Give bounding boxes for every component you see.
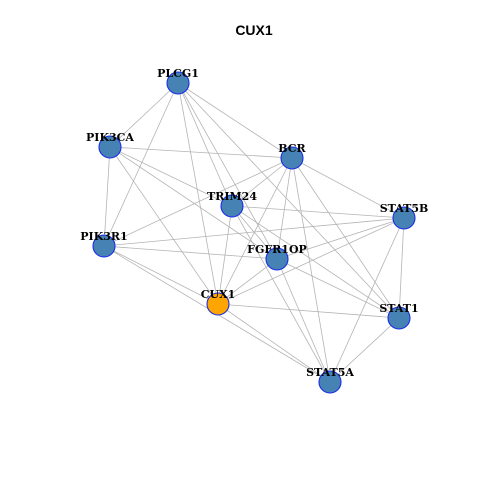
edge-pik3ca-trim24 bbox=[109, 146, 233, 207]
edge-bcr-stat5b bbox=[291, 157, 405, 219]
edge-bcr-fgfr1op bbox=[276, 157, 293, 260]
node-circle-bcr bbox=[280, 146, 304, 170]
node-label-stat1: STAT1 bbox=[379, 302, 418, 315]
node-pik3r1: PIK3R1 bbox=[80, 230, 128, 258]
edge-fgfr1op-cux1 bbox=[217, 258, 278, 305]
edge-plcg1-trim24 bbox=[177, 82, 233, 207]
edge-pik3r1-cux1 bbox=[103, 245, 219, 305]
node-bcr: BCR bbox=[278, 142, 307, 170]
node-circle-fgfr1op bbox=[265, 247, 289, 271]
edge-stat5b-stat1 bbox=[398, 217, 405, 319]
edge-cux1-stat5a bbox=[217, 303, 331, 383]
node-stat1: STAT1 bbox=[379, 302, 419, 330]
edge-pik3ca-cux1 bbox=[109, 146, 219, 305]
node-circle-stat5b bbox=[392, 206, 416, 230]
edge-pik3ca-pik3r1 bbox=[103, 146, 111, 247]
node-circle-trim24 bbox=[220, 194, 244, 218]
node-circle-pik3ca bbox=[98, 135, 122, 159]
edge-stat5b-fgfr1op bbox=[276, 217, 405, 260]
node-label-fgfr1op: FGFR1OP bbox=[247, 243, 307, 256]
node-circle-cux1 bbox=[206, 292, 230, 316]
edge-stat1-stat5a bbox=[329, 317, 400, 383]
edge-trim24-stat5b bbox=[231, 205, 405, 219]
node-label-trim24: TRIM24 bbox=[207, 190, 257, 203]
edge-pik3ca-bcr bbox=[109, 146, 293, 159]
node-circle-pik3r1 bbox=[92, 234, 116, 258]
node-label-stat5a: STAT5A bbox=[306, 366, 354, 379]
node-circle-stat1 bbox=[387, 306, 411, 330]
edge-plcg1-fgfr1op bbox=[177, 82, 278, 260]
node-label-pik3r1: PIK3R1 bbox=[80, 230, 127, 243]
plot-title: CUX1 bbox=[235, 22, 273, 38]
node-fgfr1op: FGFR1OP bbox=[247, 243, 307, 271]
edge-plcg1-pik3ca bbox=[109, 82, 179, 148]
node-plcg1: PLCG1 bbox=[157, 67, 199, 95]
node-stat5a: STAT5A bbox=[306, 366, 354, 394]
node-pik3ca: PIK3CA bbox=[86, 131, 134, 159]
edge-pik3ca-fgfr1op bbox=[109, 146, 278, 260]
edge-plcg1-pik3r1 bbox=[103, 82, 179, 247]
edge-pik3r1-fgfr1op bbox=[103, 245, 278, 260]
node-label-plcg1: PLCG1 bbox=[157, 67, 199, 80]
edge-fgfr1op-stat5a bbox=[276, 258, 331, 383]
edge-layer bbox=[103, 82, 405, 383]
node-label-bcr: BCR bbox=[278, 142, 306, 155]
node-label-pik3ca: PIK3CA bbox=[86, 131, 134, 144]
edge-bcr-cux1 bbox=[217, 157, 293, 305]
edge-bcr-trim24 bbox=[231, 157, 293, 207]
edge-stat5b-stat5a bbox=[329, 217, 405, 383]
edge-bcr-stat1 bbox=[291, 157, 400, 319]
edge-plcg1-bcr bbox=[177, 82, 293, 159]
edge-bcr-stat5a bbox=[291, 157, 331, 383]
node-circle-stat5a bbox=[318, 370, 342, 394]
node-circle-plcg1 bbox=[166, 71, 190, 95]
edge-trim24-stat1 bbox=[231, 205, 400, 319]
edge-plcg1-cux1 bbox=[177, 82, 219, 305]
node-label-stat5b: STAT5B bbox=[380, 202, 429, 215]
node-label-cux1: CUX1 bbox=[201, 288, 236, 301]
edge-plcg1-stat1 bbox=[177, 82, 400, 319]
edge-stat5b-cux1 bbox=[217, 217, 405, 305]
edge-fgfr1op-stat1 bbox=[276, 258, 400, 319]
edge-trim24-stat5a bbox=[231, 205, 331, 383]
edge-cux1-stat1 bbox=[217, 303, 400, 319]
edge-bcr-pik3r1 bbox=[103, 157, 293, 247]
node-trim24: TRIM24 bbox=[207, 190, 257, 218]
node-stat5b: STAT5B bbox=[380, 202, 429, 230]
node-cux1: CUX1 bbox=[201, 288, 236, 316]
edge-stat5b-pik3r1 bbox=[103, 217, 405, 247]
edge-trim24-fgfr1op bbox=[231, 205, 278, 260]
